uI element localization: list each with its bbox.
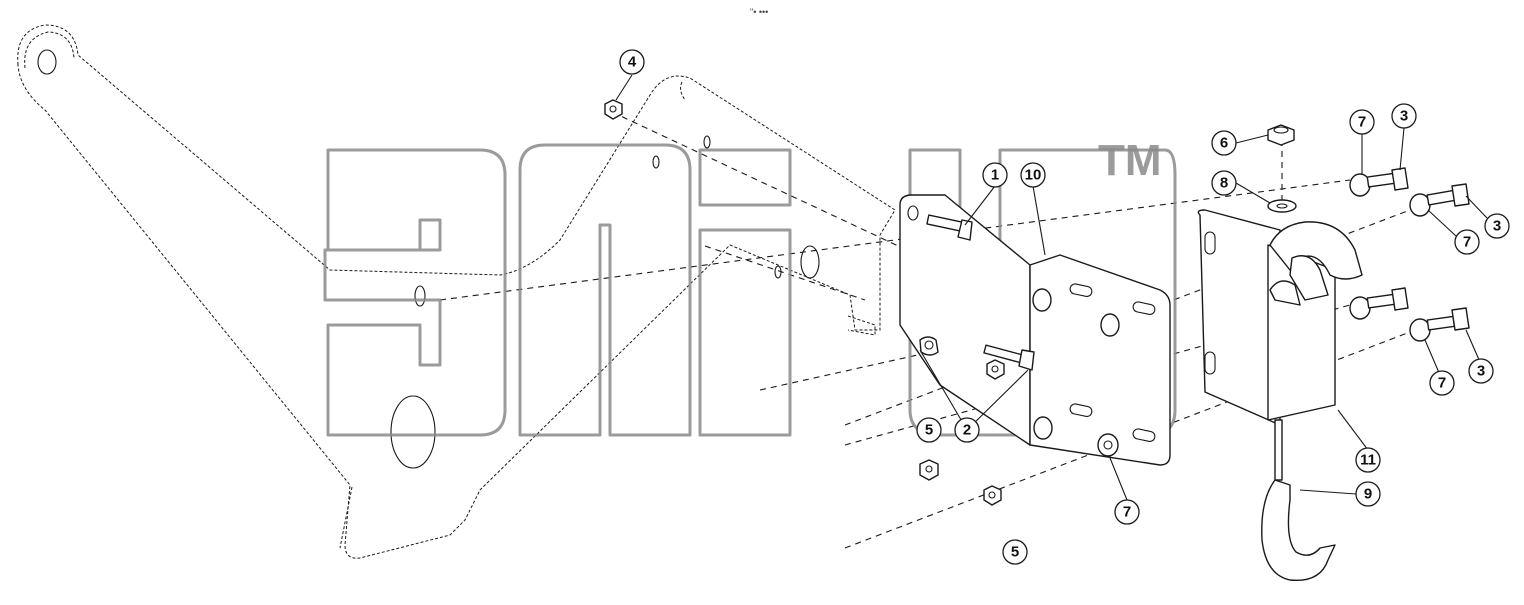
svg-text:5: 5	[1011, 544, 1019, 561]
svg-text:11: 11	[1360, 452, 1376, 469]
callout-11: 11	[1355, 447, 1381, 473]
bracket-plate-10	[899, 194, 1171, 466]
bolt-3-top	[1349, 167, 1409, 197]
top-mark: "• •••	[750, 7, 768, 17]
svg-text:3: 3	[1400, 108, 1408, 125]
callout-9: 9	[1355, 481, 1381, 507]
callout-3-low: 3	[1468, 358, 1494, 384]
watermark: TM	[323, 136, 1177, 437]
washer-8	[1267, 199, 1297, 213]
callout-7-mid: 7	[1454, 229, 1480, 255]
callout-7-low: 7	[1429, 370, 1455, 396]
mounting-arm	[17, 24, 896, 559]
svg-text:2: 2	[963, 422, 971, 439]
nut-2-mid	[986, 359, 1005, 380]
bolt-3-mid	[1409, 183, 1470, 217]
svg-text:3: 3	[1477, 363, 1485, 380]
washer-7-plate	[1097, 433, 1119, 457]
callout-8: 8	[1211, 170, 1237, 196]
callout-4: 4	[619, 49, 645, 75]
svg-text:7: 7	[1123, 504, 1131, 521]
nut-5-lower	[983, 485, 1002, 506]
hook-bracket-11	[1197, 209, 1363, 582]
callout-6: 6	[1211, 130, 1237, 156]
callout-5-upper: 5	[916, 417, 942, 443]
svg-text:5: 5	[925, 422, 933, 439]
svg-text:6: 6	[1220, 135, 1228, 152]
svg-text:1: 1	[991, 167, 999, 184]
svg-text:9: 9	[1364, 486, 1372, 503]
svg-text:10: 10	[1025, 167, 1042, 184]
bolt-2	[919, 336, 1035, 371]
callout-2: 2	[954, 417, 980, 443]
bolt-3-lower-a	[1349, 287, 1409, 320]
callout-bubbles: 1 2 3 3 3 4 5 5 6 7 7 7 7 8 9 10 11	[619, 49, 1510, 565]
trademark-symbol: TM	[1098, 136, 1162, 185]
svg-text:3: 3	[1493, 218, 1501, 235]
arm-slot	[414, 285, 426, 307]
arm-large-hole	[390, 395, 436, 469]
nut-5-upper	[919, 459, 939, 481]
arm-hole-right	[800, 245, 820, 279]
callout-3-mid: 3	[1484, 213, 1510, 239]
svg-text:8: 8	[1220, 175, 1228, 192]
callout-10: 10	[1020, 162, 1046, 188]
callout-7-plate: 7	[1114, 499, 1140, 525]
svg-text:7: 7	[1438, 375, 1446, 392]
svg-text:7: 7	[1358, 114, 1366, 131]
callout-7-top: 7	[1349, 109, 1375, 135]
arm-pivot-hole	[37, 49, 57, 75]
callout-5-lower: 5	[1002, 539, 1028, 565]
callout-1: 1	[982, 162, 1008, 188]
nut-6	[1267, 124, 1295, 146]
callout-3-top: 3	[1391, 103, 1417, 129]
svg-text:4: 4	[628, 54, 637, 71]
bolt-1	[926, 214, 973, 241]
callout-leaders	[615, 74, 1488, 501]
svg-text:7: 7	[1463, 234, 1471, 251]
bolt-3-lower-b	[1409, 307, 1470, 342]
nut-4	[604, 99, 623, 120]
